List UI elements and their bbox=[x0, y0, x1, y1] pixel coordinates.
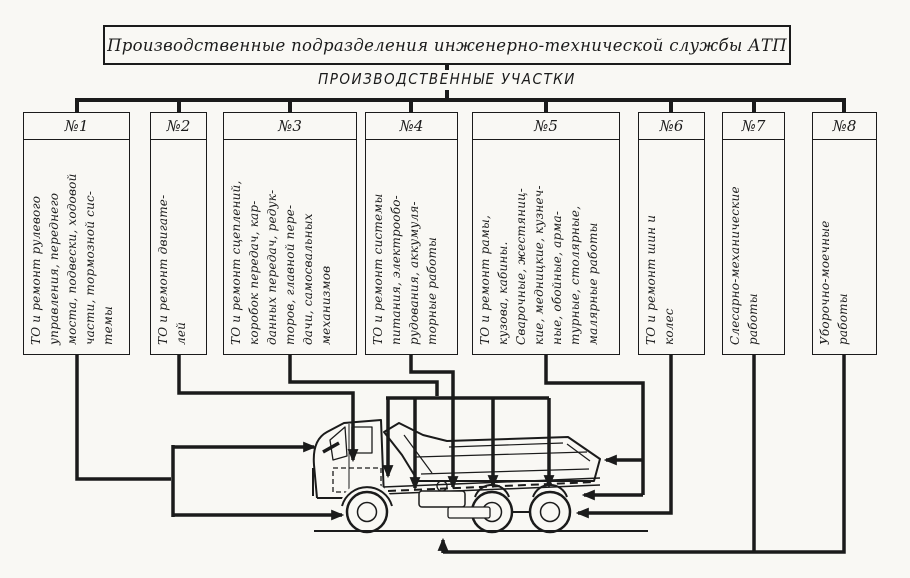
section-box-3: №3 ТО и ремонт сцеплений, коробок переда… bbox=[223, 112, 357, 355]
section-number: №7 bbox=[723, 113, 784, 140]
section-body: ТО и ремонт шин и колес bbox=[639, 140, 704, 354]
section-number: №6 bbox=[639, 113, 704, 140]
section-box-4: №4 ТО и ремонт системы питания, электроо… bbox=[365, 112, 458, 355]
section-text: ТО и ремонт двигате- лей bbox=[156, 194, 188, 345]
connector-section-1 bbox=[75, 355, 345, 521]
section-text: Уборочно-моечные работы bbox=[818, 220, 850, 346]
section-box-7: №7 Слесарно-механические работы bbox=[722, 112, 785, 355]
section-box-1: №1 ТО и ремонт рулевого управления, пере… bbox=[23, 112, 130, 355]
section-number: №4 bbox=[366, 113, 457, 140]
title-box: Производственные подразделения инженерно… bbox=[103, 25, 791, 65]
section-number: №5 bbox=[473, 113, 619, 140]
section-number: №8 bbox=[813, 113, 876, 140]
section-text: ТО и ремонт системы питания, электрообо-… bbox=[371, 193, 439, 345]
section-number: №3 bbox=[224, 113, 356, 140]
page-title: Производственные подразделения инженерно… bbox=[107, 35, 787, 55]
section-text: Слесарно-механические работы bbox=[728, 186, 760, 345]
section-text: ТО и ремонт шин и колес bbox=[644, 214, 676, 345]
section-number: №1 bbox=[24, 113, 129, 140]
section-box-5: №5 ТО и ремонт рамы, кузова, кабины. Сва… bbox=[472, 112, 620, 355]
connector-section-5 bbox=[544, 355, 645, 501]
section-box-8: №8 Уборочно-моечные работы bbox=[812, 112, 877, 355]
section-body: ТО и ремонт рамы, кузова, кабины. Свароч… bbox=[473, 140, 619, 354]
dump-truck-illustration bbox=[312, 419, 648, 536]
subtitle: ПРОИЗВОДСТВЕННЫЕ УЧАСТКИ bbox=[292, 70, 602, 90]
connector-section-8 bbox=[437, 355, 846, 554]
section-box-2: №2 ТО и ремонт двигате- лей bbox=[150, 112, 207, 355]
section-body: Слесарно-механические работы bbox=[723, 140, 784, 354]
section-body: ТО и ремонт двигате- лей bbox=[151, 140, 206, 354]
section-text: ТО и ремонт рулевого управления, передне… bbox=[29, 173, 115, 345]
connector-section-4 bbox=[409, 355, 459, 490]
section-body: ТО и ремонт рулевого управления, передне… bbox=[24, 140, 129, 354]
connector-section-6 bbox=[575, 355, 673, 519]
connector-section-2 bbox=[177, 355, 359, 463]
section-text: ТО и ремонт рамы, кузова, кабины. Свароч… bbox=[478, 185, 600, 345]
steering-wheel-mark bbox=[322, 441, 340, 454]
section-number: №2 bbox=[151, 113, 206, 140]
section-body: Уборочно-моечные работы bbox=[813, 140, 876, 354]
section-text: ТО и ремонт сцеплений, коробок передач, … bbox=[229, 180, 333, 346]
section-body: ТО и ремонт сцеплений, коробок передач, … bbox=[224, 140, 356, 354]
section-body: ТО и ремонт системы питания, электрообо-… bbox=[366, 140, 457, 354]
connector-section-3 bbox=[288, 355, 555, 491]
section-box-6: №6 ТО и ремонт шин и колес bbox=[638, 112, 705, 355]
